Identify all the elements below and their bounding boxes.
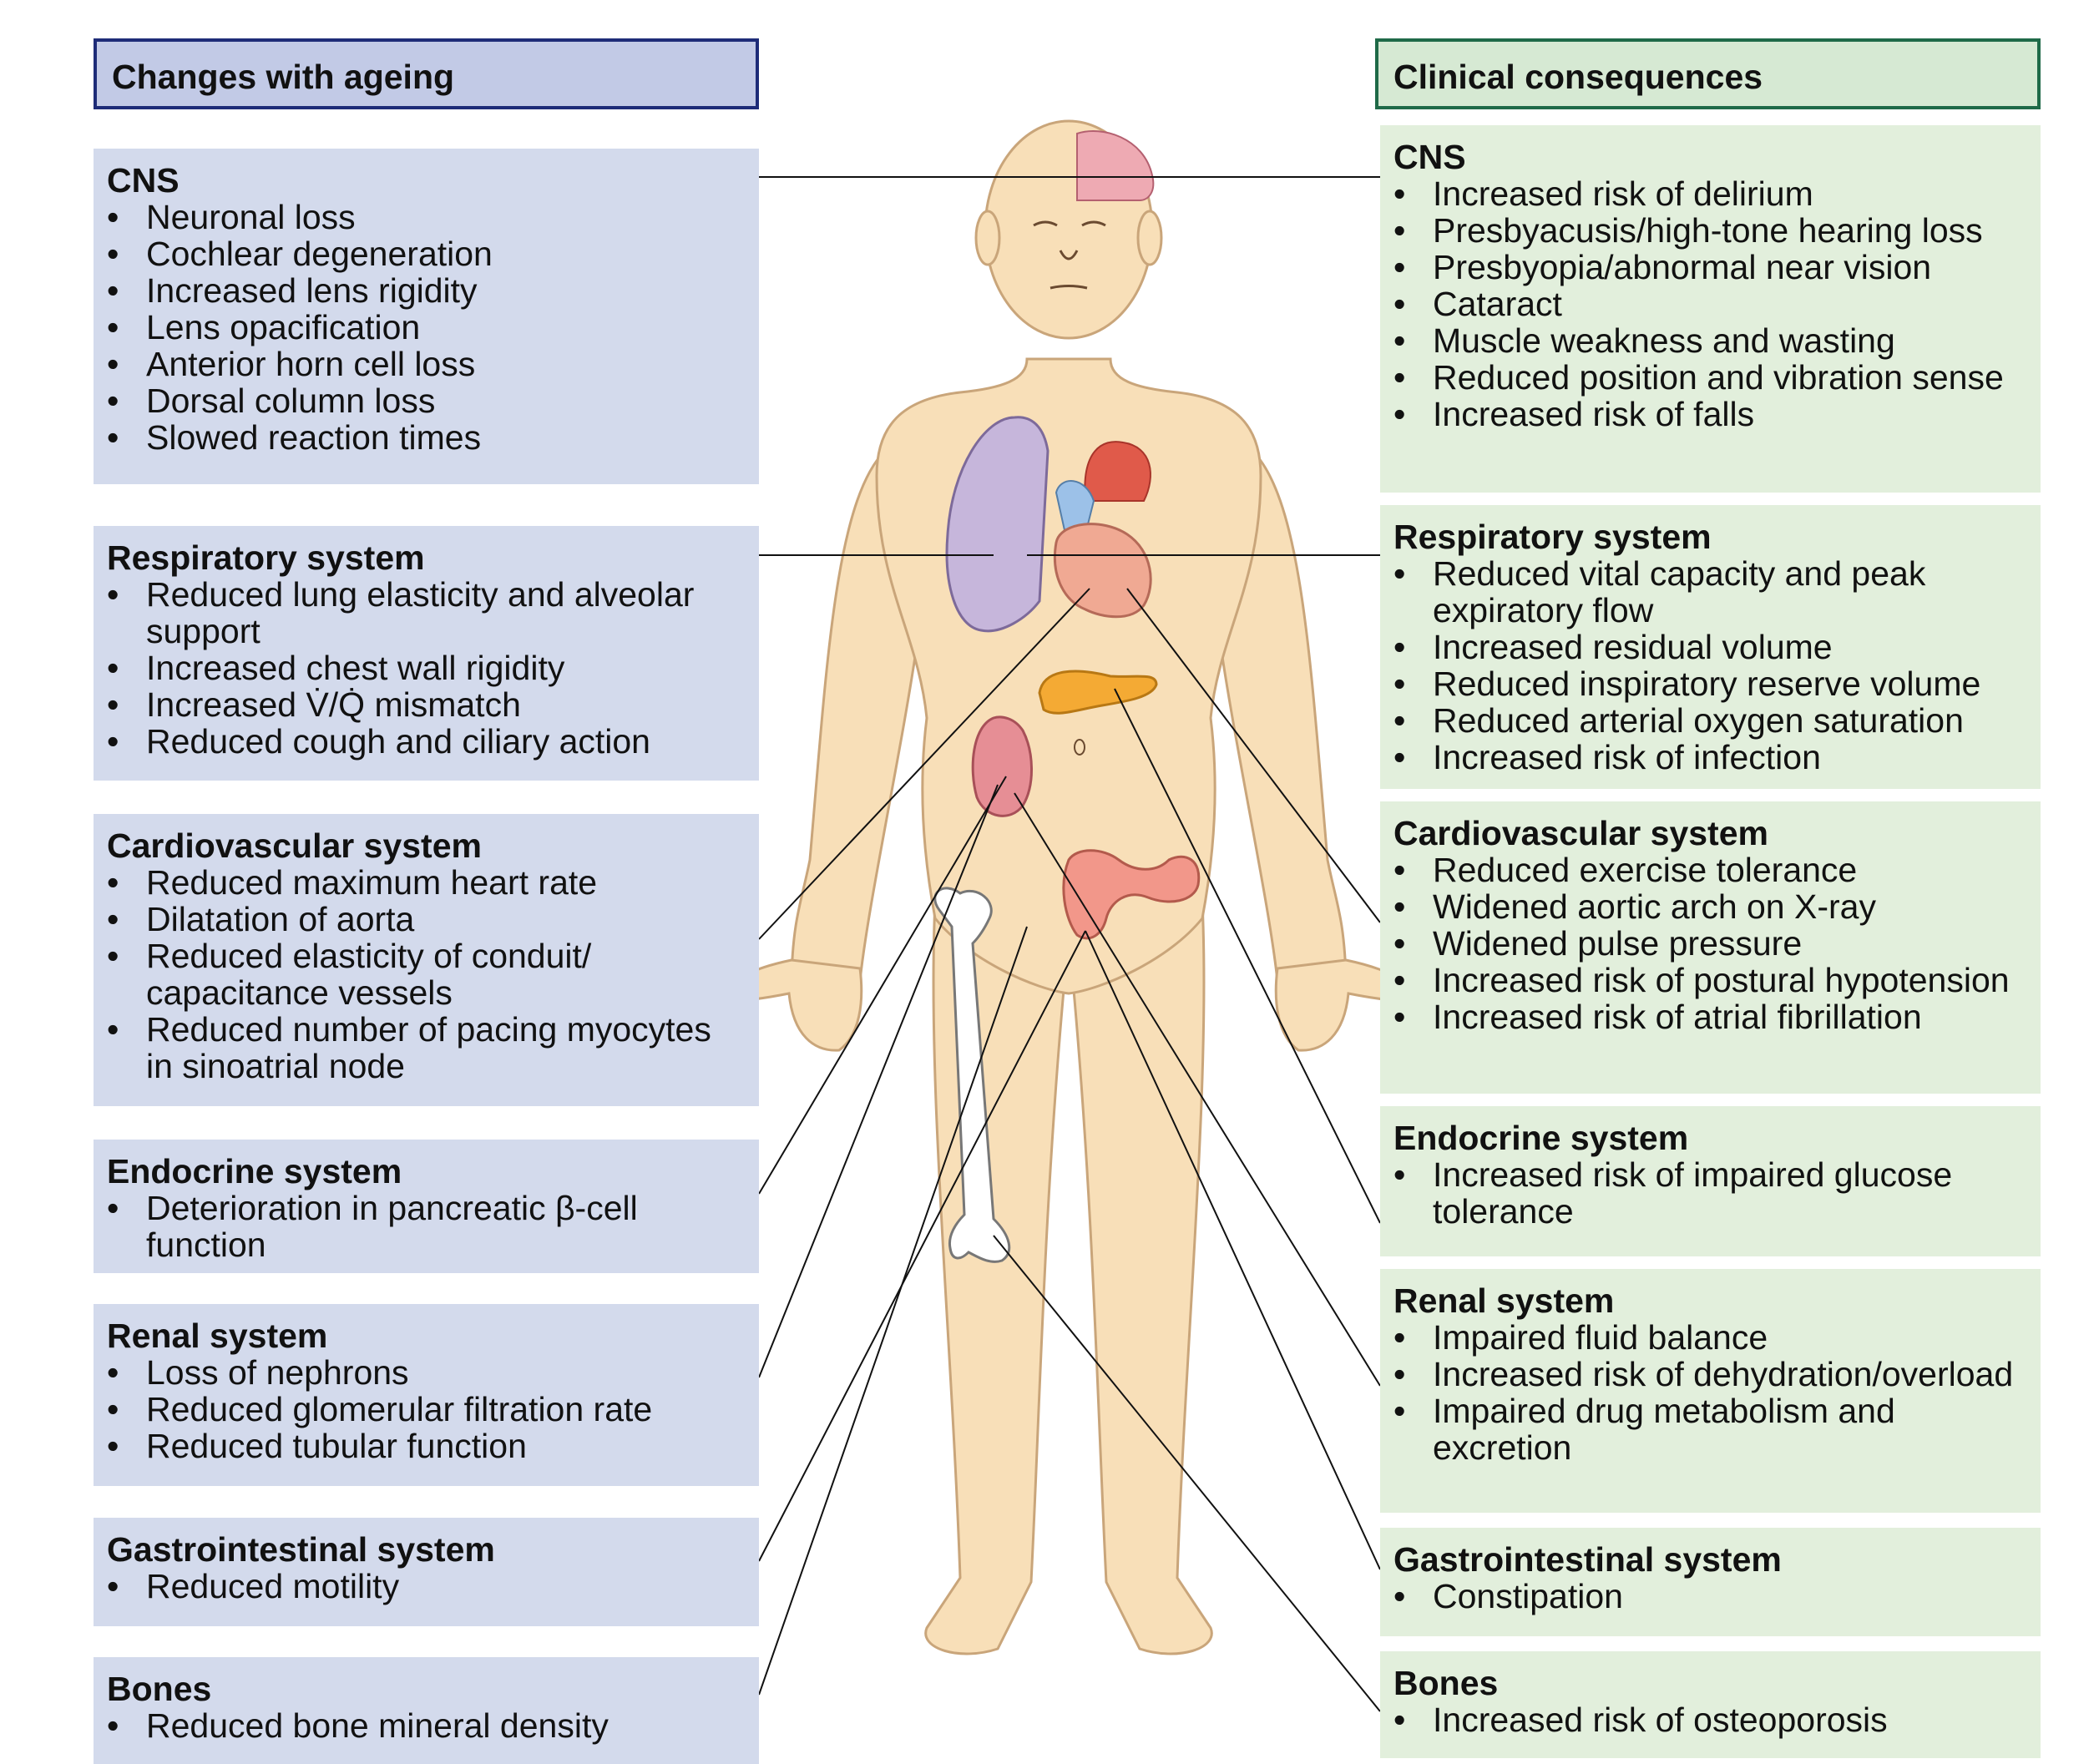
list-item: Reduced exercise tolerance bbox=[1393, 852, 2027, 888]
pulmonary-vessel bbox=[1055, 480, 1095, 536]
left-panel-cns: CNS Neuronal loss Cochlear degeneration … bbox=[94, 149, 759, 484]
list-item: Reduced position and vibration sense bbox=[1393, 359, 2027, 396]
colon bbox=[1062, 849, 1201, 940]
panel-title: Endocrine system bbox=[107, 1152, 402, 1190]
panel-title: Renal system bbox=[1393, 1281, 1615, 1320]
right-panel-cns: CNS Increased risk of delirium Presbyacu… bbox=[1380, 125, 2041, 493]
list-item: Reduced elasticity of conduit/ capacitan… bbox=[107, 938, 746, 1011]
list-item: Reduced lung elasticity and alveolar sup… bbox=[107, 576, 746, 649]
left-panel-respiratory: Respiratory system Reduced lung elastici… bbox=[94, 526, 759, 781]
list-item: Muscle weakness and wasting bbox=[1393, 322, 2027, 359]
list-item: Deterioration in pancreatic β-cell funct… bbox=[107, 1190, 746, 1263]
kidney bbox=[971, 715, 1033, 817]
left-panel-gastrointestinal: Gastrointestinal system Reduced motility bbox=[94, 1518, 759, 1626]
panel-title: Respiratory system bbox=[107, 538, 425, 577]
list-item: Dilatation of aorta bbox=[107, 901, 746, 938]
list-item: Increased risk of postural hypotension bbox=[1393, 962, 2027, 998]
list-item: Reduced bone mineral density bbox=[107, 1707, 746, 1744]
right-ear bbox=[1136, 210, 1163, 266]
face bbox=[1033, 220, 1106, 290]
panel-title: Respiratory system bbox=[1393, 518, 1712, 556]
list-item: Reduced cough and ciliary action bbox=[107, 723, 746, 760]
left-ear bbox=[974, 210, 1001, 266]
right-leg bbox=[1071, 899, 1213, 1655]
panel-title: Gastrointestinal system bbox=[1393, 1540, 1782, 1579]
list-item: Presbyacusis/high-tone hearing loss bbox=[1393, 212, 2027, 249]
list-item: Increased risk of impaired glucose toler… bbox=[1393, 1156, 2027, 1230]
panel-title: Cardiovascular system bbox=[107, 826, 482, 865]
list-item: Slowed reaction times bbox=[107, 419, 746, 456]
leader-lines bbox=[758, 176, 1381, 1712]
panel-title: Bones bbox=[107, 1670, 212, 1708]
lung bbox=[945, 416, 1050, 633]
right-panel-cardiovascular: Cardiovascular system Reduced exercise t… bbox=[1380, 801, 2041, 1094]
right-panel-bones: Bones Increased risk of osteoporosis bbox=[1380, 1651, 2041, 1758]
list-item: Loss of nephrons bbox=[107, 1354, 746, 1391]
list-item: Dorsal column loss bbox=[107, 382, 746, 419]
panel-title: Bones bbox=[1393, 1664, 1499, 1702]
left-panel-endocrine: Endocrine system Deterioration in pancre… bbox=[94, 1140, 759, 1273]
list-item: Impaired drug metabolism and excretion bbox=[1393, 1392, 2027, 1466]
list-item: Increased V̇/Q̇ mismatch bbox=[107, 686, 746, 723]
list-item: Reduced maximum heart rate bbox=[107, 864, 746, 901]
right-panel-respiratory: Respiratory system Reduced vital capacit… bbox=[1380, 505, 2041, 789]
list-item: Anterior horn cell loss bbox=[107, 346, 746, 382]
list-item: Lens opacification bbox=[107, 309, 746, 346]
list-item: Increased lens rigidity bbox=[107, 272, 746, 309]
left-panel-bones: Bones Reduced bone mineral density bbox=[94, 1657, 759, 1764]
panel-title: CNS bbox=[107, 161, 180, 200]
panel-title: Renal system bbox=[107, 1317, 328, 1355]
list-item: Increased risk of infection bbox=[1393, 739, 2027, 776]
list-item: Increased risk of osteoporosis bbox=[1393, 1701, 2027, 1738]
panel-title: CNS bbox=[1393, 138, 1466, 176]
list-item: Reduced vital capacity and peak expirato… bbox=[1393, 555, 2027, 629]
list-item: Constipation bbox=[1393, 1578, 2027, 1615]
panel-title: Endocrine system bbox=[1393, 1119, 1689, 1157]
list-item: Reduced motility bbox=[107, 1568, 746, 1605]
aorta bbox=[1084, 441, 1151, 502]
femur bbox=[933, 887, 1011, 1263]
right-arm bbox=[1217, 447, 1348, 983]
list-item: Increased residual volume bbox=[1393, 629, 2027, 665]
list-item: Increased risk of delirium bbox=[1393, 175, 2027, 212]
list-item: Reduced tubular function bbox=[107, 1428, 746, 1464]
list-item: Reduced inspiratory reserve volume bbox=[1393, 665, 2027, 702]
list-item: Cataract bbox=[1393, 286, 2027, 322]
list-item: Increased risk of atrial fibrillation bbox=[1393, 998, 2027, 1035]
list-item: Widened aortic arch on X-ray bbox=[1393, 888, 2027, 925]
heart bbox=[1053, 523, 1152, 619]
list-item: Increased risk of dehydration/overload bbox=[1393, 1356, 2027, 1392]
list-item: Neuronal loss bbox=[107, 199, 746, 235]
list-item: Reduced glomerular filtration rate bbox=[107, 1391, 746, 1428]
right-panel-gastrointestinal: Gastrointestinal system Constipation bbox=[1380, 1528, 2041, 1636]
list-item: Widened pulse pressure bbox=[1393, 925, 2027, 962]
list-item: Impaired fluid balance bbox=[1393, 1319, 2027, 1356]
changes-with-ageing-header: Changes with ageing bbox=[94, 38, 759, 109]
pancreas bbox=[1038, 670, 1158, 715]
left-panel-cardiovascular: Cardiovascular system Reduced maximum he… bbox=[94, 814, 759, 1106]
navel bbox=[1074, 739, 1085, 756]
list-item: Increased chest wall rigidity bbox=[107, 649, 746, 686]
clinical-consequences-header: Clinical consequences bbox=[1375, 38, 2041, 109]
list-item: Reduced number of pacing myocytes in sin… bbox=[107, 1011, 746, 1084]
list-item: Increased risk of falls bbox=[1393, 396, 2027, 432]
right-panel-renal: Renal system Impaired fluid balance Incr… bbox=[1380, 1269, 2041, 1513]
list-item: Presbyopia/abnormal near vision bbox=[1393, 249, 2027, 286]
list-item: Cochlear degeneration bbox=[107, 235, 746, 272]
left-leg bbox=[924, 899, 1066, 1655]
left-panel-renal: Renal system Loss of nephrons Reduced gl… bbox=[94, 1304, 759, 1486]
right-panel-endocrine: Endocrine system Increased risk of impai… bbox=[1380, 1106, 2041, 1256]
left-arm bbox=[790, 447, 920, 983]
panel-title: Gastrointestinal system bbox=[107, 1530, 495, 1569]
list-item: Reduced arterial oxygen saturation bbox=[1393, 702, 2027, 739]
panel-title: Cardiovascular system bbox=[1393, 814, 1768, 852]
brain bbox=[1076, 130, 1155, 201]
